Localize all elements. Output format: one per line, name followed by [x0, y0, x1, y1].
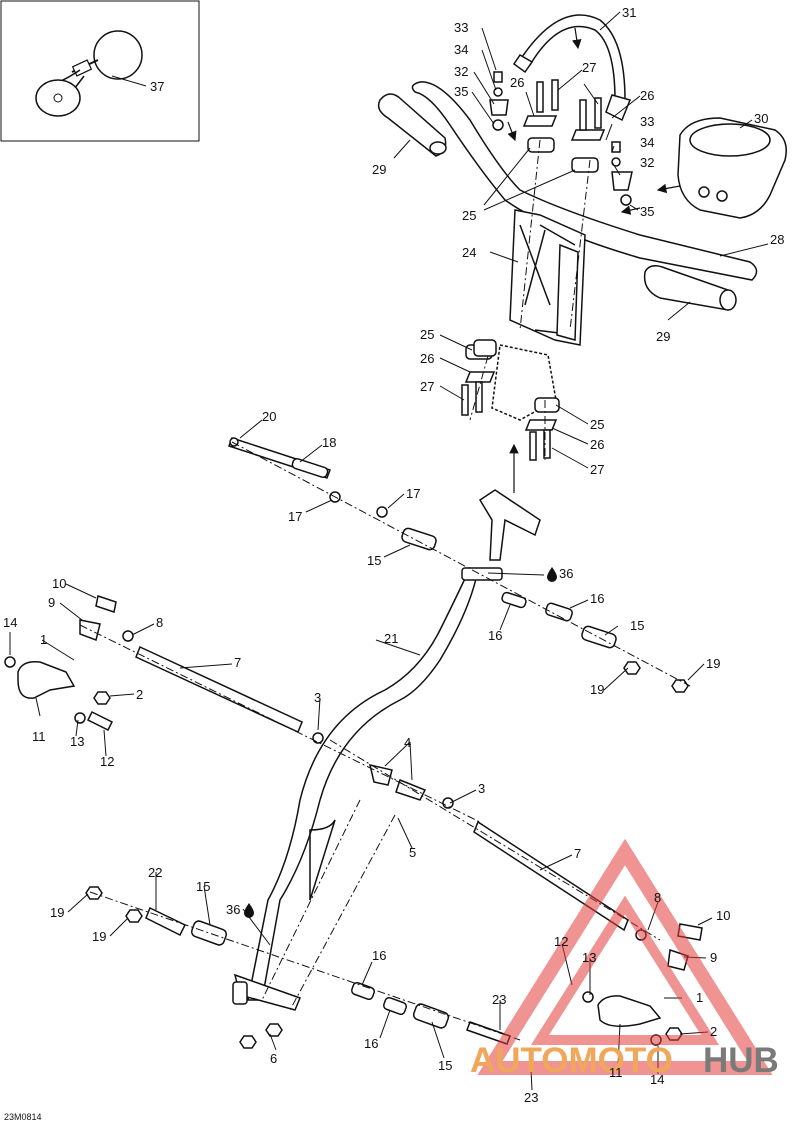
callout-15: 15	[438, 1058, 452, 1073]
callout-12: 12	[100, 754, 114, 769]
callout-26: 26	[590, 437, 604, 452]
callout-27: 27	[420, 379, 434, 394]
callout-9: 9	[48, 595, 55, 610]
callout-17: 17	[288, 509, 302, 524]
callout-6: 6	[270, 1051, 277, 1066]
callout-29: 29	[656, 329, 670, 344]
callout-34: 34	[454, 42, 468, 57]
callout-30: 30	[754, 111, 768, 126]
callout-16: 16	[488, 628, 502, 643]
callout-27: 27	[582, 60, 596, 75]
callout-8: 8	[654, 890, 661, 905]
callout-8: 8	[156, 615, 163, 630]
callout-22: 22	[148, 865, 162, 880]
steering-column	[232, 489, 541, 1011]
callout-26: 26	[510, 75, 524, 90]
callout-15: 15	[630, 618, 644, 633]
callout-35: 35	[640, 204, 654, 219]
callout-25: 25	[420, 327, 434, 342]
callout-23: 23	[492, 992, 506, 1007]
watermark-text-part1: AUTOMOTO	[470, 1041, 673, 1080]
callout-32: 32	[640, 155, 654, 170]
callout-23: 23	[524, 1090, 538, 1105]
callout-18: 18	[322, 435, 336, 450]
callout-15: 15	[196, 879, 210, 894]
callout-3: 3	[314, 690, 321, 705]
callout-28: 28	[770, 232, 784, 247]
callout-19: 19	[92, 929, 106, 944]
lubricant-drop-icon	[244, 567, 557, 918]
callout-12: 12	[554, 934, 568, 949]
callout-25: 25	[590, 417, 604, 432]
callout-25: 25	[462, 208, 476, 223]
callout-29: 29	[372, 162, 386, 177]
callout-33: 33	[640, 114, 654, 129]
callout-15: 15	[367, 553, 381, 568]
callout-13: 13	[70, 734, 84, 749]
callout-19: 19	[706, 656, 720, 671]
callout-27: 27	[590, 462, 604, 477]
horn-inset	[0, 0, 200, 142]
callout-1: 1	[696, 990, 703, 1005]
callout-17: 17	[406, 486, 420, 501]
callout-11: 11	[609, 1065, 623, 1080]
callout-5: 5	[409, 845, 416, 860]
callout-14: 14	[650, 1072, 664, 1087]
callout-33: 33	[454, 20, 468, 35]
callout-10: 10	[52, 576, 66, 591]
callout-34: 34	[640, 135, 654, 150]
watermark-triangle-inner	[530, 895, 720, 1045]
callout-35: 35	[454, 84, 468, 99]
direction-arrows	[507, 27, 681, 493]
callout-16: 16	[590, 591, 604, 606]
diagram-code: 23M0814	[4, 1112, 42, 1122]
center-lines	[79, 139, 691, 1041]
callout-4: 4	[404, 735, 411, 750]
callout-36: 36	[559, 566, 573, 581]
leader-lines	[9, 11, 769, 1091]
watermark-text-part2: HUB	[703, 1041, 779, 1080]
callout-3: 3	[478, 781, 485, 796]
callout-2: 2	[136, 687, 143, 702]
callout-14: 14	[3, 615, 17, 630]
callout-19: 19	[50, 905, 64, 920]
callout-7: 7	[234, 655, 241, 670]
callout-16: 16	[364, 1036, 378, 1051]
callout-24: 24	[462, 245, 476, 260]
callout-32: 32	[454, 64, 468, 79]
handlebar-assembly	[377, 14, 787, 461]
callout-16: 16	[372, 948, 386, 963]
callout-9: 9	[710, 950, 717, 965]
callout-26: 26	[420, 351, 434, 366]
automotohub-watermark	[477, 838, 773, 1075]
callout-13: 13	[582, 950, 596, 965]
watermark-triangle-outer	[477, 838, 773, 1075]
callout-37: 37	[150, 79, 164, 94]
callout-10: 10	[716, 908, 730, 923]
callout-31: 31	[622, 5, 636, 20]
callout-20: 20	[262, 409, 276, 424]
callout-19: 19	[590, 682, 604, 697]
callout-1: 1	[40, 632, 47, 647]
callout-21: 21	[384, 631, 398, 646]
callout-2: 2	[710, 1024, 717, 1039]
callout-11: 11	[32, 729, 46, 744]
callout-36: 36	[226, 902, 240, 917]
callout-labels: 37 33 34 32 35 31 26 27 26 33 34 32 35 3…	[3, 5, 784, 1105]
callout-7: 7	[574, 846, 581, 861]
callout-26: 26	[640, 88, 654, 103]
